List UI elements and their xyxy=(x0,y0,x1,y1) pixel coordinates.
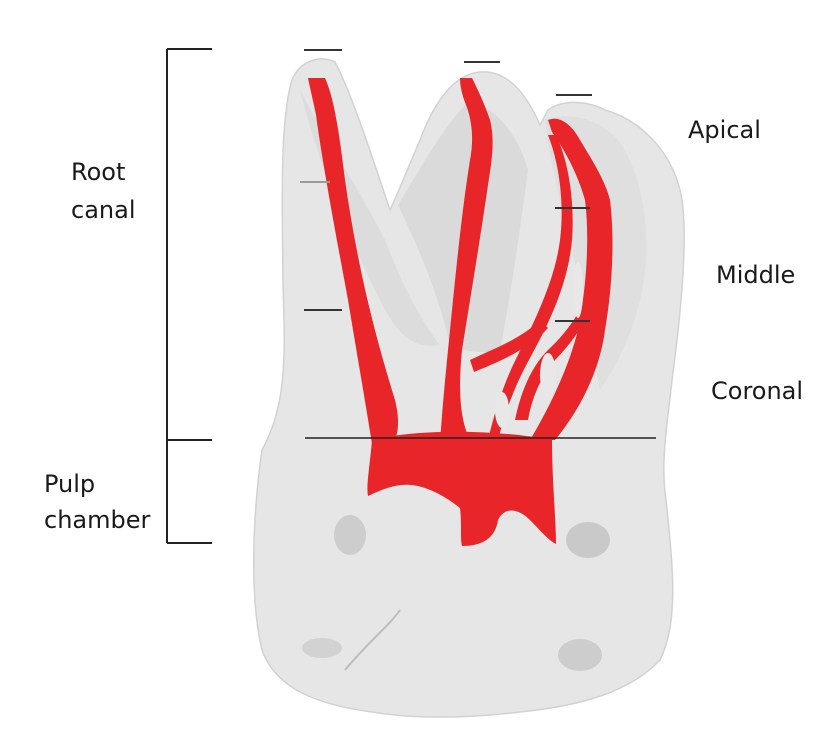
label-root-canal-line1: Root xyxy=(71,158,125,186)
label-root-canal-line2: canal xyxy=(71,196,136,224)
label-pulp-chamber-line1: Pulp xyxy=(44,470,95,498)
bracket-root-canal xyxy=(167,49,212,440)
tooth-speckle-2 xyxy=(566,522,610,558)
label-pulp-chamber-line2: chamber xyxy=(44,506,150,534)
canal-lumen-1 xyxy=(540,353,556,397)
label-apical: Apical xyxy=(688,116,761,144)
label-coronal: Coronal xyxy=(711,377,803,405)
tooth-speckle-1 xyxy=(334,515,366,555)
canal-lumen-2 xyxy=(573,262,583,318)
tooth-speckle-4 xyxy=(558,639,602,671)
tooth-body xyxy=(254,59,684,717)
bracket-pulp-chamber xyxy=(167,440,212,543)
tooth-speckle-3 xyxy=(302,638,342,658)
label-middle: Middle xyxy=(716,261,795,289)
canal-lumen-3 xyxy=(495,392,509,428)
